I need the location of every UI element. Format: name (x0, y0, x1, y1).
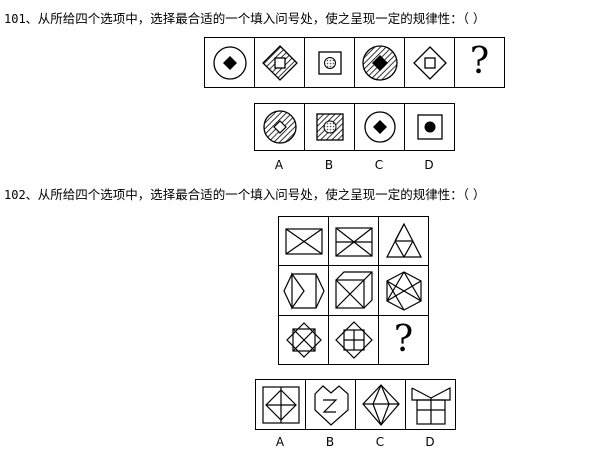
question-101-prompt: 从所给四个选项中，选择最合适的一个填入问号处，使之呈现一定的规律性：（ ） (37, 11, 486, 26)
grid-cell-6 (378, 265, 429, 316)
option-a-label: A (275, 435, 285, 449)
envelope-rect-icon (335, 227, 373, 257)
question-102-text: 102、从所给四个选项中，选择最合适的一个填入问号处，使之呈现一定的规律性：（ … (4, 184, 485, 203)
question-mark: ? (393, 319, 414, 360)
pyramid-diamond-icon (362, 384, 400, 426)
sequence-cell-1 (204, 37, 255, 88)
question-102-prompt: 从所给四个选项中，选择最合适的一个填入问号处，使之呈现一定的规律性：（ ） (37, 187, 486, 202)
hatched-square-dotted-circle-icon (316, 113, 344, 141)
option-a-cell[interactable] (255, 379, 306, 430)
hexagon-prism-icon (283, 272, 325, 310)
sequence-cell-2 (254, 37, 305, 88)
grid-cell-question: ? (378, 315, 429, 365)
diamond-in-square-icon (286, 322, 322, 358)
sequence-cell-3 (304, 37, 355, 88)
grid-cell-5 (328, 265, 379, 316)
hatched-circle-diamond-icon (263, 110, 297, 144)
question-mark: ? (469, 41, 490, 82)
sequence-cell-question: ? (454, 37, 505, 88)
square-solid-circle-icon (417, 114, 443, 140)
hexagon-star-icon (386, 271, 422, 311)
question-101-number: 101、 (4, 12, 38, 26)
option-b-cell[interactable] (305, 379, 356, 430)
option-b-label: B (325, 435, 335, 449)
option-d-cell[interactable] (404, 103, 455, 151)
heart-zigzag-icon (314, 385, 349, 426)
hatched-circle-solid-diamond-icon (362, 45, 398, 81)
hatched-diamond-square-icon (262, 45, 298, 81)
diamond-square-icon (413, 46, 447, 80)
grid-cell-1 (278, 216, 329, 266)
grid-cell-8 (328, 315, 379, 365)
option-c-cell[interactable] (354, 103, 405, 151)
grid-cell-2 (328, 216, 379, 266)
option-b-cell[interactable] (304, 103, 355, 151)
square-dotted-circle-icon (318, 51, 342, 75)
circle-diamond-solid-icon (213, 46, 247, 80)
question-102-number: 102、 (4, 188, 38, 202)
circle-diamond-solid-icon (364, 111, 396, 143)
option-c-label: C (375, 435, 385, 449)
option-d-label: D (425, 435, 435, 449)
option-c-label: C (374, 158, 384, 172)
option-d-label: D (424, 158, 434, 172)
cube-icon (335, 271, 373, 309)
octagon-diamond-icon (335, 321, 373, 359)
triangle-pyramid-icon (386, 222, 422, 258)
option-b-label: B (324, 158, 334, 172)
gift-box-icon (411, 387, 451, 425)
grid-cell-3 (378, 216, 429, 266)
question-101-text: 101、从所给四个选项中，选择最合适的一个填入问号处，使之呈现一定的规律性：（ … (4, 8, 485, 27)
bowtie-rect-icon (285, 228, 323, 255)
option-a-label: A (274, 158, 284, 172)
grid-cell-4 (278, 265, 329, 316)
grid-cell-7 (278, 315, 329, 365)
diamond-in-rect-icon (262, 386, 300, 424)
option-a-cell[interactable] (254, 103, 305, 151)
sequence-cell-5 (404, 37, 455, 88)
option-c-cell[interactable] (355, 379, 406, 430)
sequence-cell-4 (354, 37, 405, 88)
option-d-cell[interactable] (405, 379, 456, 430)
